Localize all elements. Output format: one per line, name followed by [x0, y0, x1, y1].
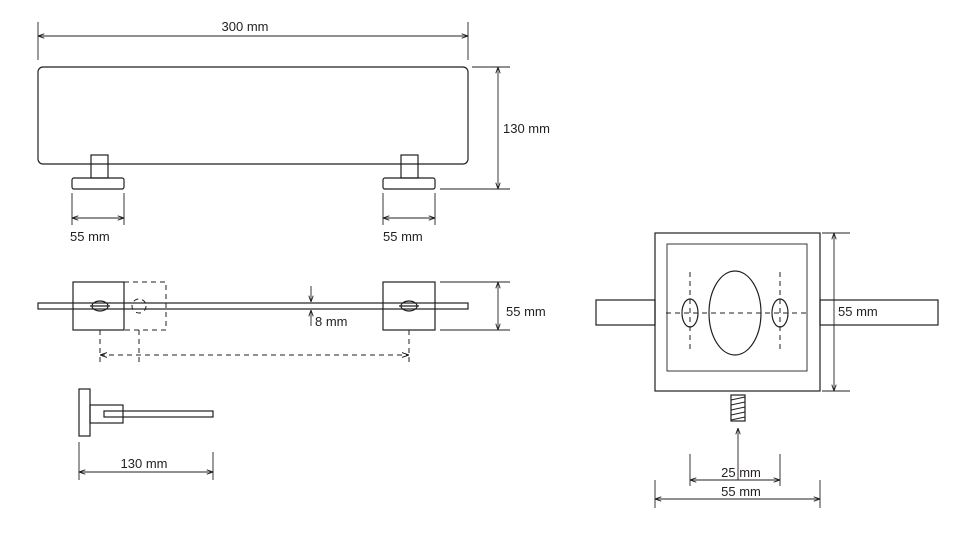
- left-bracket-plan: [72, 281, 125, 331]
- dim-plan-depth: 55 mm: [506, 304, 546, 319]
- glass-stub-left: [595, 299, 656, 326]
- glass-panel: [37, 66, 469, 165]
- alternate-hole-outline: [131, 298, 147, 314]
- dim-detail-height: 55 mm: [838, 304, 878, 319]
- bracket-body: [89, 404, 124, 424]
- dim-side-depth: 130 mm: [121, 456, 168, 471]
- alternate-position-outline: [123, 281, 167, 331]
- dim-top-height: 130 mm: [503, 121, 550, 136]
- wall-plate: [78, 388, 91, 437]
- bracket-plate-outer: [654, 232, 821, 392]
- glass-side: [103, 410, 214, 418]
- center-opening: [708, 270, 762, 356]
- right-bracket: [382, 154, 436, 190]
- dim-left-bracket: 55 mm: [70, 229, 110, 244]
- front-view: 300 mm 130 mm 55 mm 55 mm: [37, 19, 550, 244]
- dim-glass-thickness: 8 mm: [315, 314, 348, 329]
- left-bracket: [71, 154, 125, 190]
- side-view: 130 mm: [78, 388, 214, 480]
- dim-detail-width: 55 mm: [721, 484, 761, 499]
- dim-hole-spacing: 25 mm: [721, 465, 761, 480]
- bracket-plate-inner: [666, 243, 808, 372]
- right-bracket-plan: [382, 281, 436, 331]
- glass-edge: [37, 302, 469, 310]
- dim-right-bracket: 55 mm: [383, 229, 423, 244]
- plan-view: 8 mm 55 mm: [37, 281, 546, 366]
- bracket-detail-view: 55 mm 25 mm 55 mm: [595, 232, 939, 508]
- dim-top-width: 300 mm: [222, 19, 269, 34]
- set-screw-icon: [730, 394, 746, 422]
